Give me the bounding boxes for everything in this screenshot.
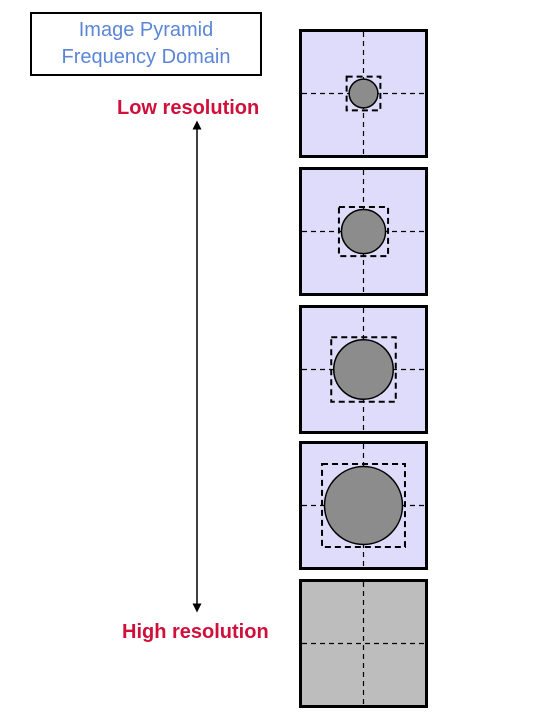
passband-dashed-square (321, 463, 406, 548)
passband-disc (333, 339, 394, 400)
title-line-2: Frequency Domain (61, 46, 231, 68)
frequency-panel-3 (299, 305, 428, 434)
low-resolution-label: Low resolution (117, 97, 260, 119)
passband-dashed-square (337, 205, 390, 258)
passband-disc (340, 208, 387, 255)
frequency-panel-4 (299, 441, 428, 570)
title-line-1: Image Pyramid (78, 19, 214, 41)
frequency-panel-5 (299, 579, 428, 708)
panel-frame (299, 579, 428, 708)
passband-disc (348, 78, 379, 109)
passband-dashed-square (345, 75, 382, 112)
title-box: Image Pyramid Frequency Domain (30, 12, 262, 76)
passband-dashed-square (330, 336, 397, 403)
passband-disc (323, 465, 404, 546)
frequency-panel-1 (299, 29, 428, 158)
panels-group (299, 29, 428, 708)
frequency-panel-2 (299, 167, 428, 296)
high-resolution-label: High resolution (122, 621, 269, 643)
